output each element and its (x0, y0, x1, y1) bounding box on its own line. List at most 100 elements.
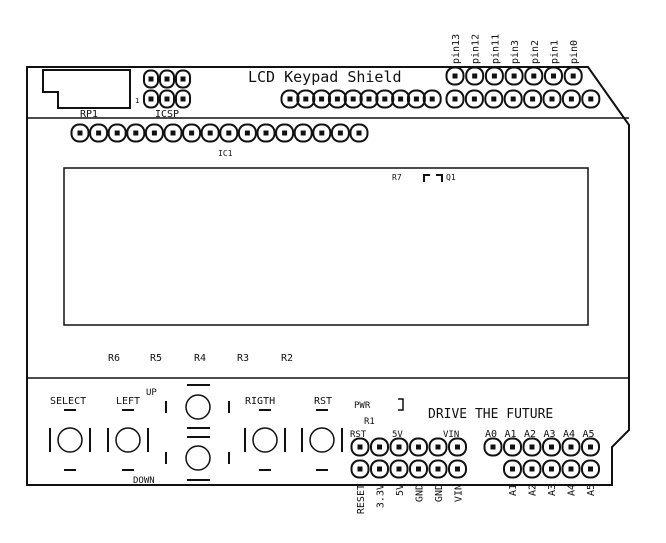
header-pin (522, 459, 542, 479)
header-pin (159, 69, 175, 89)
header-pin (175, 89, 191, 109)
down-button[interactable] (165, 436, 230, 481)
header-pin (448, 437, 467, 457)
pin-label: pin0 (569, 40, 580, 64)
header-pin (200, 123, 220, 143)
analog-pin-label: A2 (528, 484, 539, 496)
rp1-label: RP1 (80, 109, 98, 120)
header-pin (144, 123, 164, 143)
ic1-label: IC1 (218, 149, 233, 158)
q1-label: Q1 (446, 173, 456, 182)
header-pin (581, 437, 600, 457)
header-pin (391, 89, 411, 109)
pin-label: pin3 (510, 40, 521, 64)
select-button[interactable] (49, 409, 91, 471)
q1-symbol (423, 174, 443, 182)
header-pin (406, 89, 426, 109)
header-pin (375, 89, 395, 109)
r3-label: R3 (237, 353, 249, 364)
header-pin (350, 437, 370, 457)
r5-label: R5 (150, 353, 162, 364)
pin-label: pin2 (530, 40, 541, 64)
header-pin (327, 89, 347, 109)
analog-pin-label: A5 (586, 484, 597, 496)
r1-label: R1 (364, 417, 375, 427)
pin-label: pin1 (550, 40, 561, 64)
header-pin (542, 459, 561, 479)
header-pin (503, 437, 522, 457)
keypad-buttons (49, 384, 343, 481)
r4-label: R4 (194, 353, 206, 364)
header-pin (237, 123, 257, 143)
header-pin (219, 123, 239, 143)
header-pin (445, 66, 465, 86)
header-pin (182, 123, 202, 143)
5v-header-label: 5V (392, 430, 403, 440)
header-pin (163, 123, 183, 143)
left-button[interactable] (107, 409, 149, 471)
lcd-display-area (63, 167, 589, 326)
header-pin (561, 437, 581, 457)
header-pin (359, 89, 379, 109)
r6-label: R6 (108, 353, 120, 364)
header-pin (504, 66, 524, 86)
right-button[interactable] (244, 409, 286, 471)
header-pin (293, 123, 313, 143)
select-label: SELECT (50, 396, 86, 407)
header-pin (581, 459, 600, 479)
header-pin (422, 89, 442, 109)
header-pin (542, 437, 561, 457)
header-pin (296, 89, 316, 109)
header-pin (330, 123, 350, 143)
power-pin-label: RESET (356, 484, 367, 514)
vin-header-label: VIN (443, 430, 459, 440)
header-pin (275, 123, 295, 143)
pin-headers (70, 66, 601, 479)
header-pin (464, 89, 484, 109)
header-pin (256, 123, 276, 143)
power-pin-label: VIN (454, 484, 465, 502)
header-pin (343, 89, 363, 109)
header-pin (563, 66, 583, 86)
header-pin (484, 89, 504, 109)
header-pin (561, 89, 581, 109)
header-pin (428, 459, 448, 479)
pin-label: pin11 (490, 34, 501, 64)
up-button[interactable] (165, 384, 230, 429)
power-pin-label: GND (434, 484, 445, 502)
slogan: DRIVE THE FUTURE (428, 407, 553, 422)
icsp-label: ICSP (155, 109, 179, 120)
r2-label: R2 (281, 353, 293, 364)
up-label: UP (146, 388, 157, 398)
header-pin (175, 69, 191, 89)
analog-pin-label: A2 (524, 429, 536, 440)
board-outline (26, 66, 630, 486)
power-pin-label: 3.3V (376, 484, 387, 508)
left-label: LEFT (116, 396, 140, 407)
header-pin (503, 459, 522, 479)
header-pin (349, 123, 369, 143)
board-title: LCD Keypad Shield (248, 68, 402, 86)
header-pin (107, 123, 127, 143)
right-label: RIGTH (245, 396, 275, 407)
rp1-outline (42, 69, 131, 109)
analog-pin-label: A1 (508, 484, 519, 496)
header-pin (448, 459, 467, 479)
header-pin (445, 89, 465, 109)
rst-button[interactable] (301, 409, 343, 471)
power-pin-label: GND (415, 484, 426, 502)
header-pin (389, 459, 409, 479)
header-pin (70, 123, 90, 143)
header-pin (143, 89, 159, 109)
header-pin (465, 66, 485, 86)
header-pin (428, 437, 448, 457)
header-pin (370, 459, 389, 479)
header-pin (561, 459, 581, 479)
header-pin (159, 89, 175, 109)
header-pin (143, 69, 159, 89)
r7-label: R7 (392, 173, 402, 182)
header-pin (350, 459, 370, 479)
analog-pin-label: A3 (547, 484, 558, 496)
